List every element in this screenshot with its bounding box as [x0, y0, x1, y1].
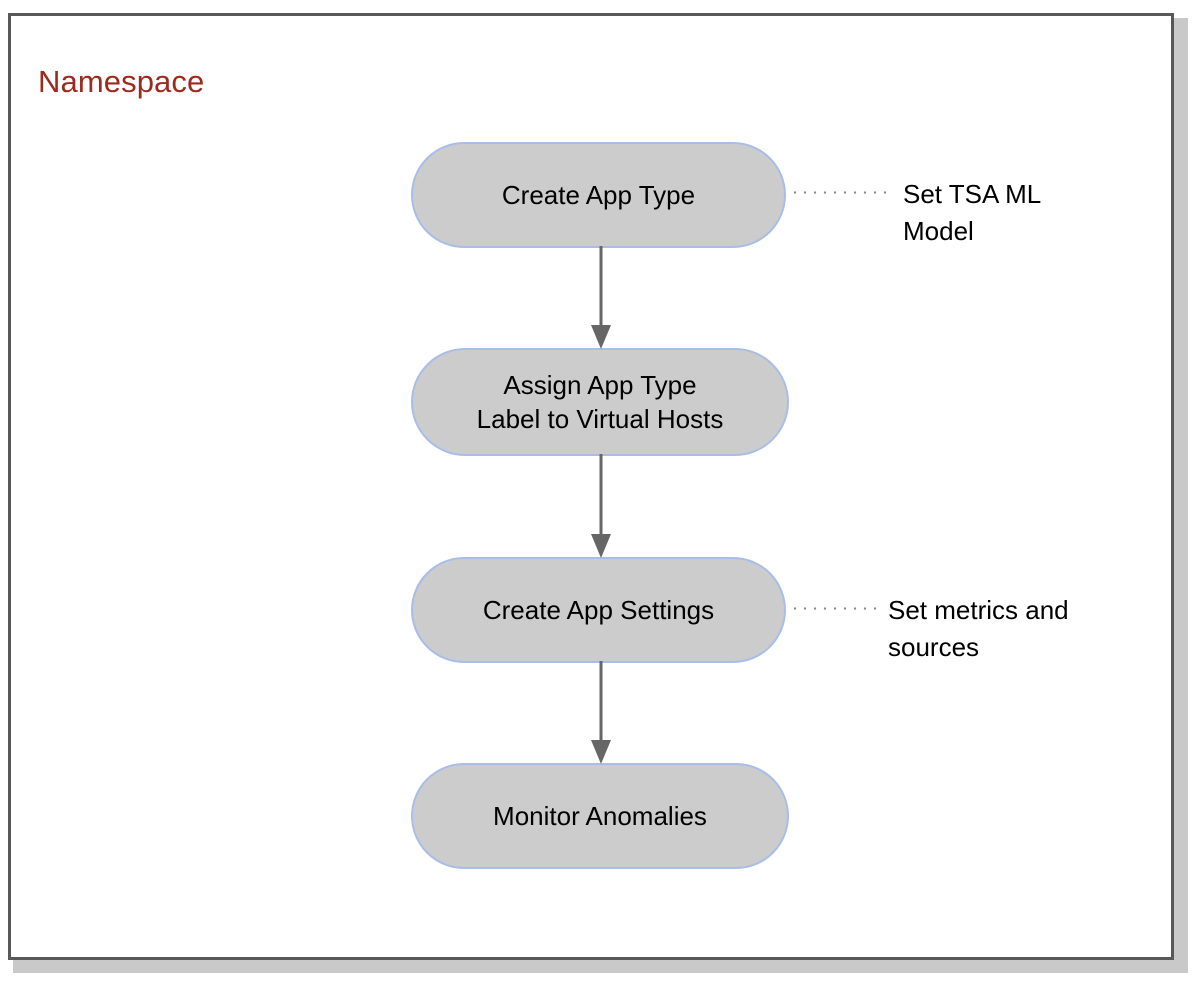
node-monitor-anomalies[interactable]: Monitor Anomalies — [411, 763, 789, 869]
node-label: Create App Settings — [482, 595, 715, 625]
node-create-app-type[interactable]: Create App Type — [411, 142, 786, 248]
dotted-connector-app-type — [790, 191, 892, 194]
page-title: Namespace — [38, 64, 205, 99]
node-assign-app-type[interactable]: Assign App Type Label to Virtual Hosts — [411, 348, 789, 456]
arrow-create-app-type-to-assign-app-type — [591, 246, 611, 349]
annotation-set-tsa-ml-model: Set TSA ML Model — [903, 179, 1042, 246]
node-label: Assign App Type Label to Virtual Hosts — [476, 370, 724, 434]
arrow-create-app-settings-to-monitor-anomalies — [591, 661, 611, 764]
arrow-assign-app-type-to-create-app-settings — [591, 454, 611, 558]
dotted-connector-app-settings — [790, 607, 878, 610]
node-create-app-settings[interactable]: Create App Settings — [411, 557, 786, 663]
node-label: Monitor Anomalies — [493, 801, 707, 831]
node-label: Create App Type — [501, 180, 696, 210]
annotation-set-metrics-and-sources: Set metrics and sources — [888, 595, 1069, 662]
